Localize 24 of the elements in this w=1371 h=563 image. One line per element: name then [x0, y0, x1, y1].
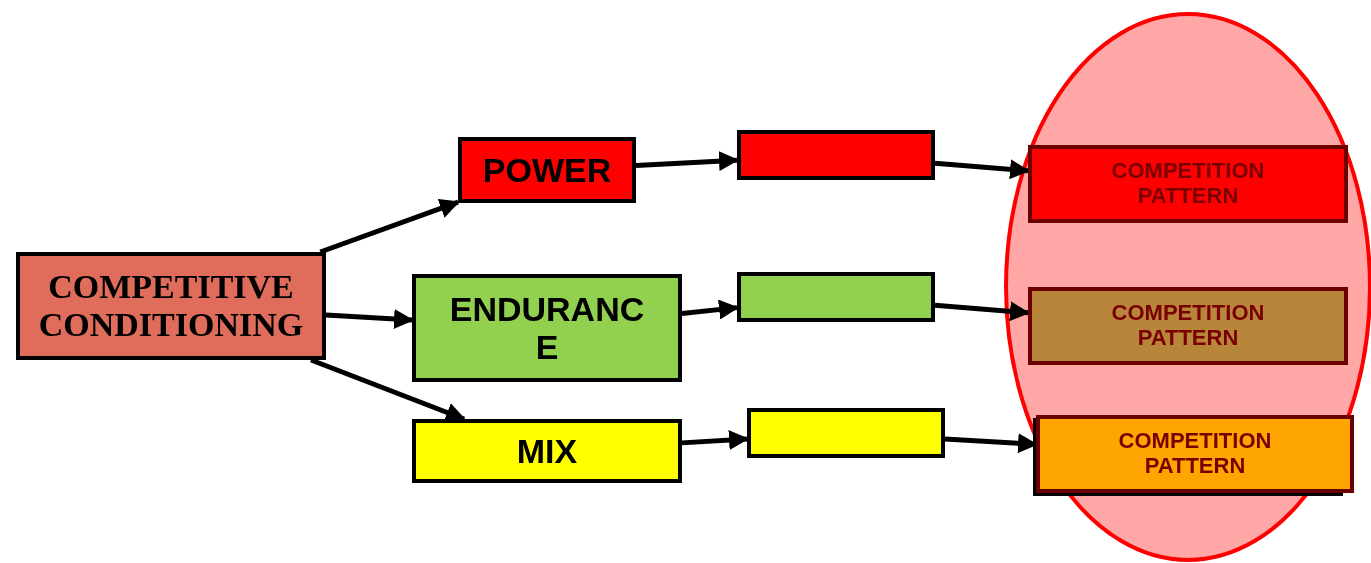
box-label: POWER: [482, 150, 612, 190]
pattern-box: [1028, 287, 1348, 365]
arrow: [635, 151, 739, 172]
pattern-box: [1036, 415, 1354, 493]
box-label: MIX: [516, 431, 578, 471]
process-box: [412, 274, 682, 382]
box-label: ENDURANCE: [448, 289, 646, 367]
arrow: [934, 159, 1030, 180]
arrow: [681, 299, 739, 320]
box-label: COMPETITIVE CONDITIONING: [37, 267, 305, 345]
empty-box: [737, 130, 935, 180]
box-label: COMPETITION PATTERN: [1117, 429, 1273, 479]
box-label: COMPETITION PATTERN: [1110, 159, 1266, 209]
pattern-box: [1028, 145, 1348, 223]
process-box: [458, 137, 636, 203]
process-box: [16, 252, 326, 360]
empty-box: [747, 408, 945, 458]
box-label: COMPETITION PATTERN: [1110, 301, 1266, 351]
arrow: [325, 309, 414, 330]
process-box: [412, 419, 682, 483]
arrow: [681, 430, 749, 450]
arrow: [934, 301, 1030, 322]
empty-box: [737, 272, 935, 322]
arrow: [319, 198, 460, 255]
